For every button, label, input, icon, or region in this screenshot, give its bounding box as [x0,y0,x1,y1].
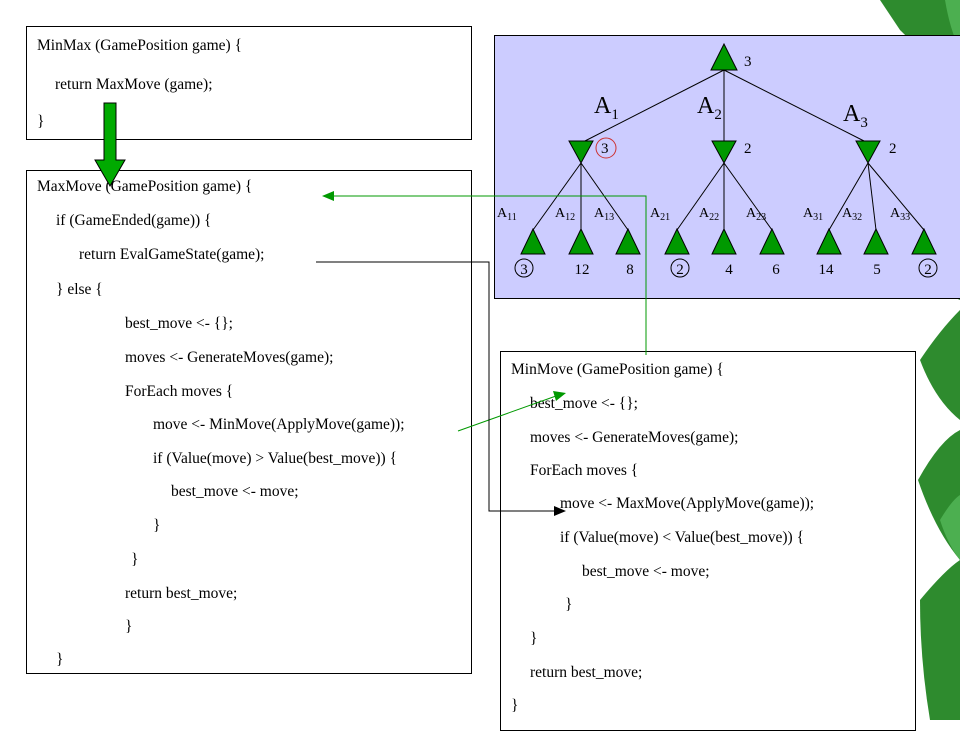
arrowhead [554,506,566,516]
code-line: move <- MaxMove(ApplyMove(game)); [560,495,815,512]
mid-value: 2 [744,141,752,157]
leaf-value: 4 [725,262,733,278]
min-node [711,140,737,165]
leaf-node [520,227,546,255]
branch-label: A22 [699,206,719,223]
branch-label: A21 [650,206,670,223]
code-line: } else { [56,281,103,298]
code-line: } [530,630,538,647]
leaf-value: 2 [924,262,932,278]
minmax-code-box: MinMax (GamePosition game) { return MaxM… [26,26,472,140]
branch-label: A31 [803,206,823,223]
eval-connector [316,261,556,512]
mid-value: 3 [601,141,609,157]
branch-label: A23 [746,206,766,223]
code-line: return best_move; [125,585,238,602]
highlight-circle [670,258,690,278]
tree-edge [580,69,725,144]
leaf-value: 14 [819,262,835,278]
code-line: move <- MinMove(ApplyMove(game)); [153,416,405,433]
tree-edge [723,162,773,231]
leaf-node [711,227,737,255]
root-value: 3 [744,54,752,70]
code-line: } [125,618,133,635]
maxmove-code-box: MaxMove (GamePosition game) { if (GameEn… [26,170,472,674]
tree-edge [867,162,925,231]
min-node [568,140,594,165]
leaf-value: 2 [676,262,684,278]
code-line: return MaxMove (game); [55,76,213,93]
return-connector [332,195,647,355]
branch-label: A11 [497,206,517,223]
branch-label: A33 [890,206,910,223]
code-line: MinMax (GamePosition game) { [37,37,243,54]
tree-edge [867,162,877,231]
code-line: } [37,113,45,130]
code-line: ForEach moves { [125,383,234,400]
code-line: moves <- GenerateMoves(game); [125,349,334,366]
leaf-node [863,227,889,255]
leaf-node [615,227,641,255]
call-arrow [94,102,126,188]
branch-label: A12 [555,206,575,223]
code-line: moves <- GenerateMoves(game); [530,429,739,446]
code-line: } [511,697,519,714]
leaf-value: 5 [873,262,881,278]
code-line: best_move <- move; [582,563,710,580]
leaf-node [911,227,937,255]
leaf-value: 6 [772,262,780,278]
code-line: ForEach moves { [530,462,639,479]
code-line: } [56,651,64,668]
highlight-circle [595,137,617,159]
arrowhead [553,391,566,401]
code-line: return best_move; [530,664,643,681]
leaf-value: 8 [626,262,634,278]
leaf-value: 12 [575,262,590,278]
branch-label: A13 [594,206,614,223]
leaf-node [759,227,785,255]
call-connector [457,395,557,432]
min-node [855,140,881,165]
highlight-circle [918,258,938,278]
leaf-node [816,227,842,255]
code-line: MaxMove (GamePosition game) { [37,178,253,195]
minmove-code-box: MinMove (GamePosition game) { best_move … [500,351,916,731]
tree-edge [723,69,869,144]
code-line: return EvalGameState(game); [79,246,265,263]
code-line: MinMove (GamePosition game) { [511,361,724,378]
branch-label: A32 [842,206,862,223]
tree-edge [676,162,725,231]
code-line: if (Value(move) > Value(best_move)) { [153,450,398,467]
move-label: A1 [594,93,619,123]
tree-edge [828,162,869,231]
leaf-node [664,227,690,255]
mid-value: 2 [889,141,897,157]
max-node [710,42,738,71]
code-line: best_move <- {}; [125,315,233,332]
leaf-value: 3 [520,262,528,278]
leaf-node [568,227,594,255]
move-label: A2 [697,93,722,123]
code-line: if (Value(move) < Value(best_move)) { [560,529,805,546]
code-line: best_move <- move; [171,483,299,500]
code-line: } [131,551,139,568]
arrowhead [322,191,334,201]
highlight-circle [514,258,534,278]
code-line: if (GameEnded(game)) { [56,212,212,229]
code-line: } [153,517,161,534]
code-line: } [565,596,573,613]
move-label: A3 [843,101,868,131]
